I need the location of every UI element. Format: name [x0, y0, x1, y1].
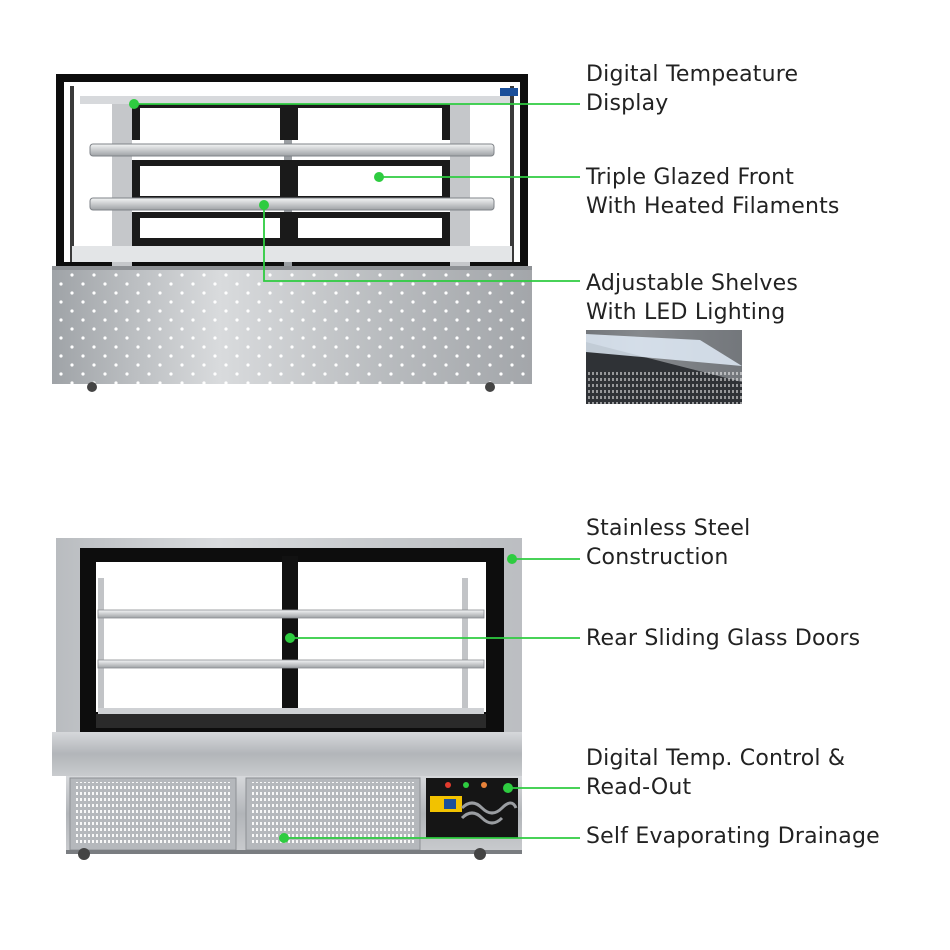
- feature-label-line1: Stainless Steel: [586, 516, 751, 541]
- feature-label-line1: Adjustable Shelves: [586, 271, 799, 296]
- feature-label-line2: With LED Lighting: [586, 300, 786, 325]
- feature-label-line2: Display: [586, 91, 669, 116]
- feature-rear-sliding-glass-doors: Rear Sliding Glass Doors: [586, 624, 860, 653]
- feature-label-line1: Rear Sliding Glass Doors: [586, 626, 861, 651]
- feature-digital-temperature-display: Digital Tempeature Display: [586, 60, 798, 118]
- feature-label-line2: Construction: [586, 545, 729, 570]
- feature-label-line2: With Heated Filaments: [586, 194, 840, 219]
- feature-label-line1: Triple Glazed Front: [586, 165, 795, 190]
- feature-label-line1: Self Evaporating Drainage: [586, 824, 880, 849]
- feature-digital-temp-control: Digital Temp. Control & Read-Out: [586, 744, 845, 802]
- feature-label-line2: Read-Out: [586, 775, 692, 800]
- feature-label-line1: Digital Tempeature: [586, 62, 799, 87]
- feature-label-line1: Digital Temp. Control &: [586, 746, 846, 771]
- feature-self-evaporating-drainage: Self Evaporating Drainage: [586, 822, 880, 851]
- feature-adjustable-shelves: Adjustable Shelves With LED Lighting: [586, 269, 798, 327]
- feature-triple-glazed-front: Triple Glazed Front With Heated Filament…: [586, 163, 840, 221]
- feature-stainless-steel-construction: Stainless Steel Construction: [586, 514, 750, 572]
